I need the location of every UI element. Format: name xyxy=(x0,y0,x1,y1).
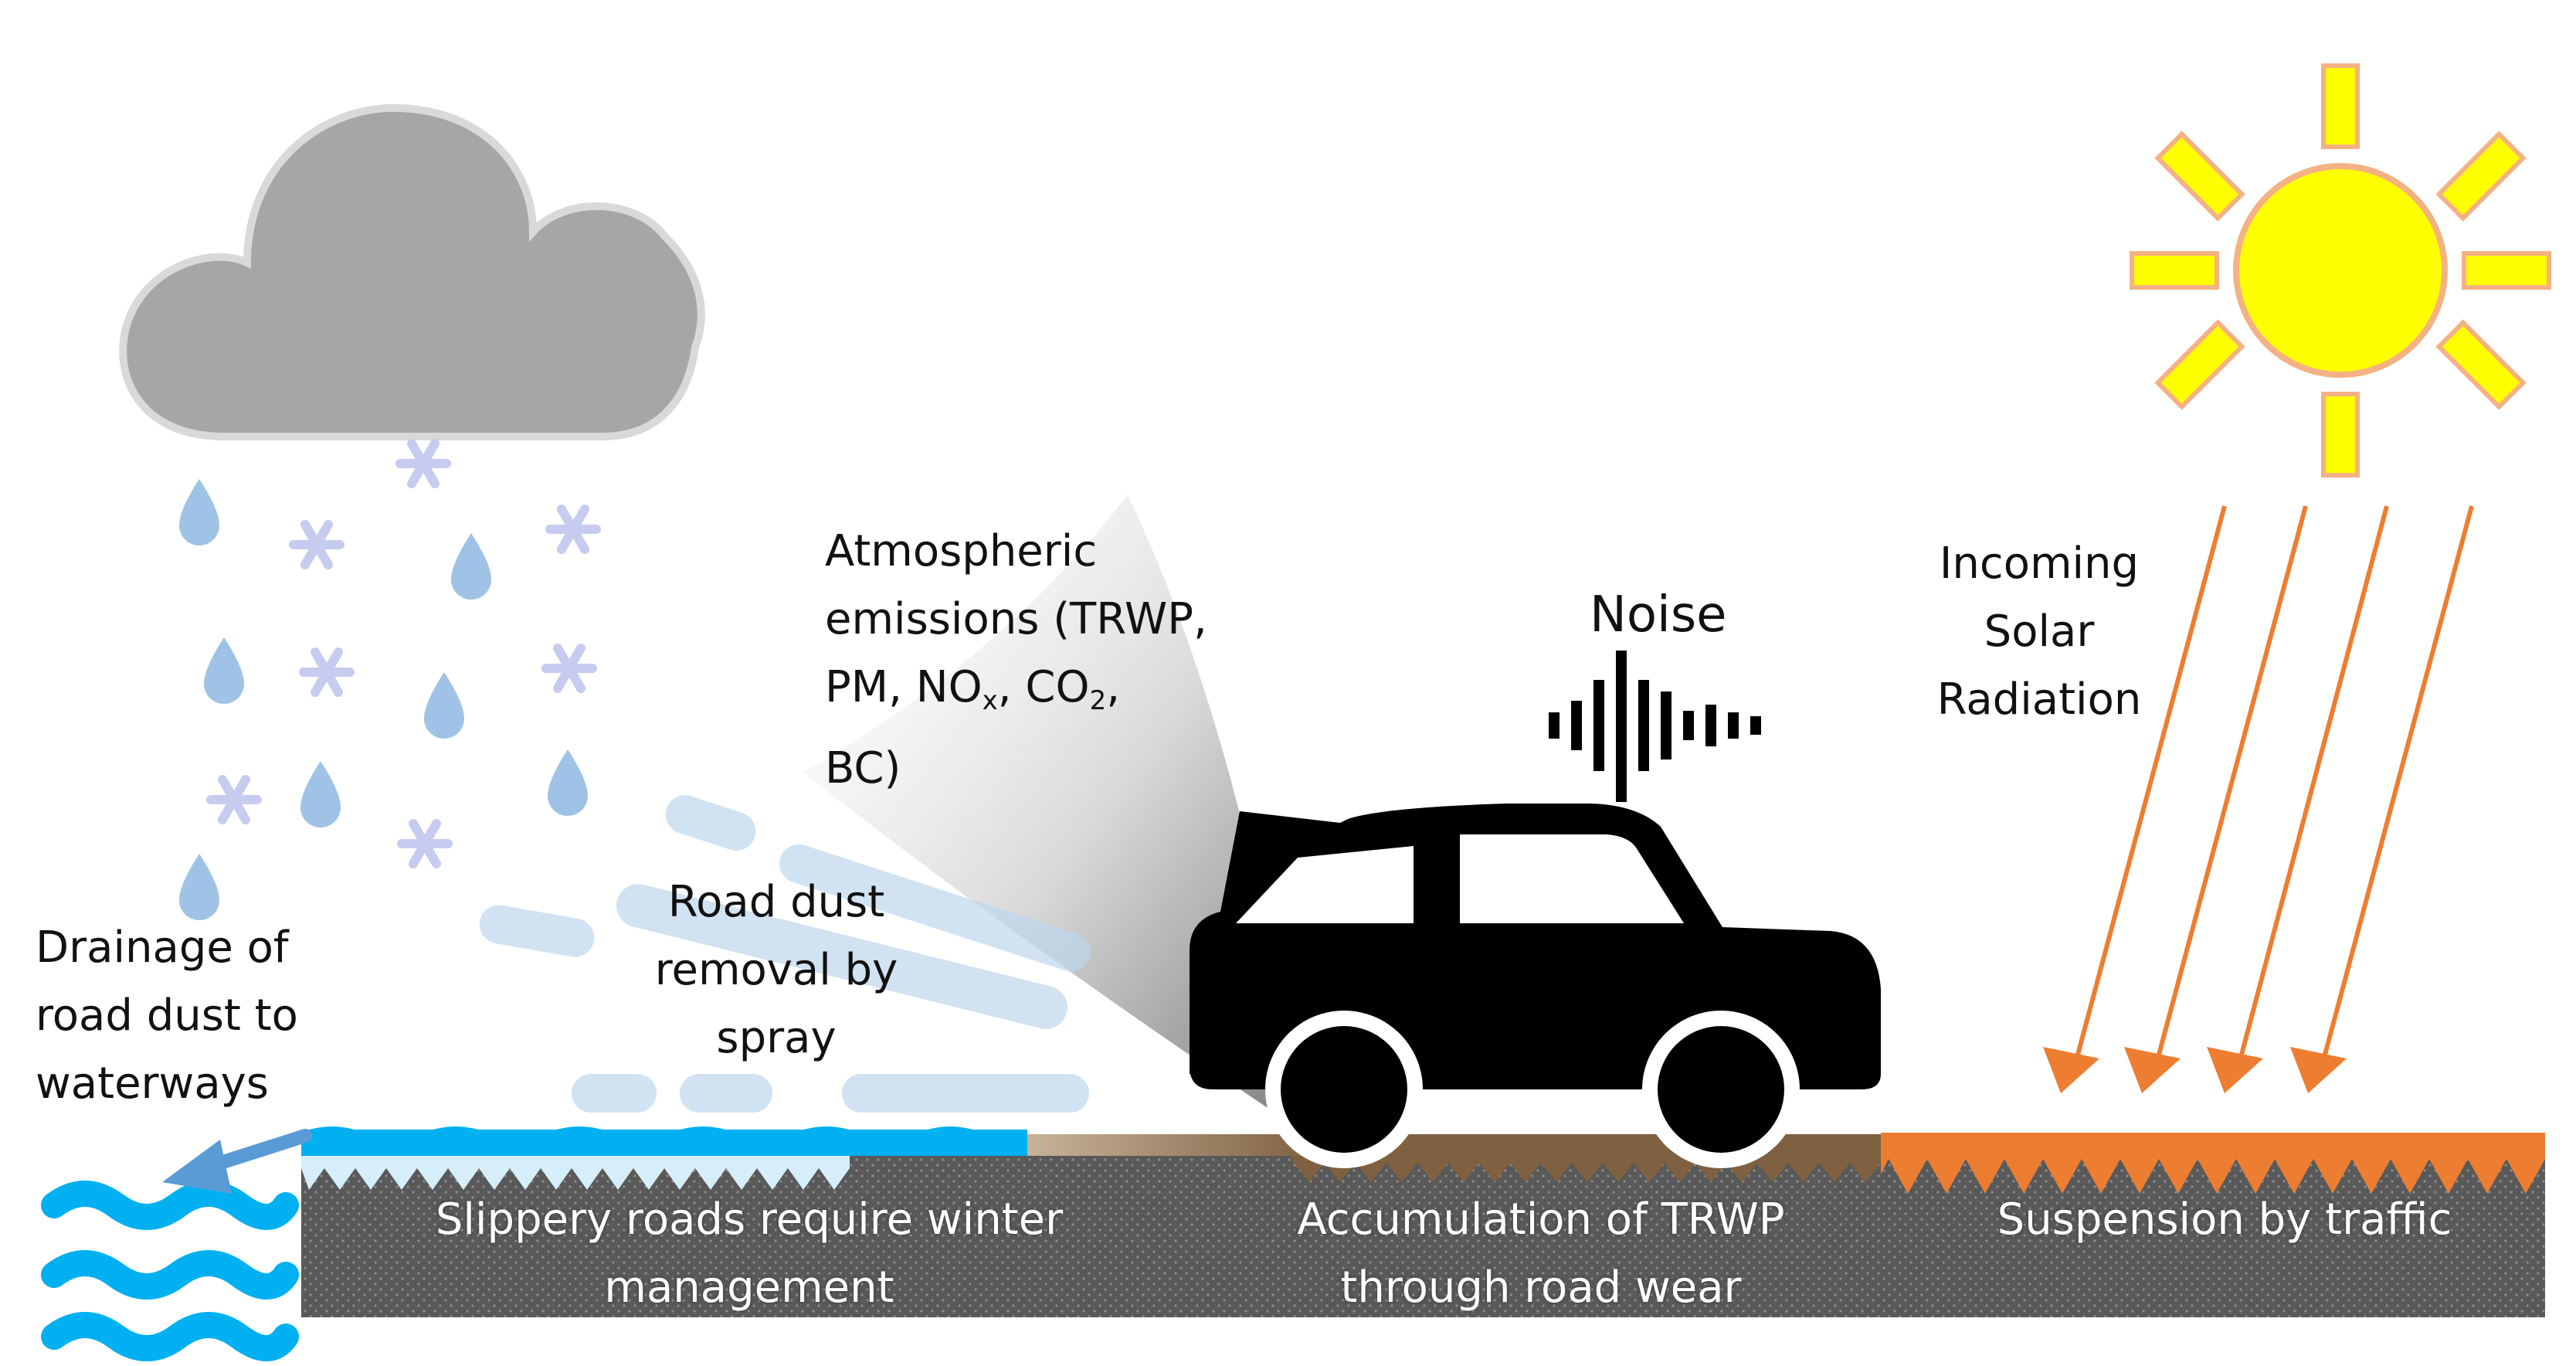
sun-icon xyxy=(2130,63,2551,477)
drainage-line-2: road dust to xyxy=(36,991,298,1041)
spray-line-3: spray xyxy=(716,1013,837,1063)
solar-radiation-label: Incoming Solar Radiation xyxy=(1916,530,2163,734)
cloud-icon xyxy=(119,104,705,440)
accumulation-label: Accumulation of TRWP through road wear xyxy=(1244,1186,1838,1322)
atmospheric-line-4: BC) xyxy=(825,743,901,793)
noise-label: Noise xyxy=(1590,586,1727,644)
atmospheric-line-1: Atmospheric xyxy=(825,526,1098,576)
solar-radiation-arrows xyxy=(2043,505,2474,1093)
atmospheric-co2: , CO xyxy=(997,662,1090,712)
road-wear-layer xyxy=(1321,1134,1881,1156)
spray-label: Road dust removal by spray xyxy=(633,868,919,1072)
waves-icon xyxy=(41,1181,299,1361)
nox-subscript: x xyxy=(982,685,998,716)
winter-line-1: Slippery roads require winter xyxy=(435,1194,1064,1245)
atmospheric-pm-nox: PM, NO xyxy=(825,662,983,712)
drainage-arrow xyxy=(162,1129,312,1194)
drainage-line-3: waterways xyxy=(36,1058,269,1109)
drainage-line-1: Drainage of xyxy=(36,923,289,973)
raindrops xyxy=(179,479,588,920)
atmospheric-line-2: emissions (TRWP, xyxy=(825,594,1207,644)
water-surface-wave xyxy=(299,1126,983,1148)
spray-line-2: removal by xyxy=(654,945,898,995)
spray-streaks xyxy=(479,795,1090,1113)
sound-wave-icon xyxy=(1549,651,1761,802)
snowflakes xyxy=(206,439,601,868)
co2-subscript: 2 xyxy=(1089,685,1107,716)
winter-line-2: management xyxy=(604,1262,894,1313)
winter-management-label: Slippery roads require winter management xyxy=(371,1186,1128,1322)
accumulation-line-1: Accumulation of TRWP xyxy=(1297,1194,1785,1245)
solar-line-2: Solar xyxy=(1984,607,2095,657)
drainage-label: Drainage of road dust to waterways xyxy=(36,914,298,1118)
suspension-layer xyxy=(1881,1133,2545,1156)
suspension-teeth xyxy=(1881,1156,2545,1194)
ice-teeth xyxy=(301,1156,850,1190)
atmospheric-emissions-label: Atmospheric emissions (TRWP, PM, NOx, CO… xyxy=(825,518,1207,803)
suspension-label: Suspension by traffic xyxy=(1997,1194,2452,1245)
atmospheric-line-3: PM, NOx, CO2, xyxy=(825,654,1207,735)
car-icon xyxy=(1190,804,1881,1168)
road-transition-layer xyxy=(1027,1134,1321,1156)
emission-plume xyxy=(803,494,1298,1128)
solar-line-3: Radiation xyxy=(1936,675,2142,725)
spray-line-1: Road dust xyxy=(667,877,885,927)
accumulation-line-2: through road wear xyxy=(1340,1262,1742,1313)
solar-line-1: Incoming xyxy=(1939,539,2140,589)
atmospheric-comma: , xyxy=(1106,662,1121,712)
